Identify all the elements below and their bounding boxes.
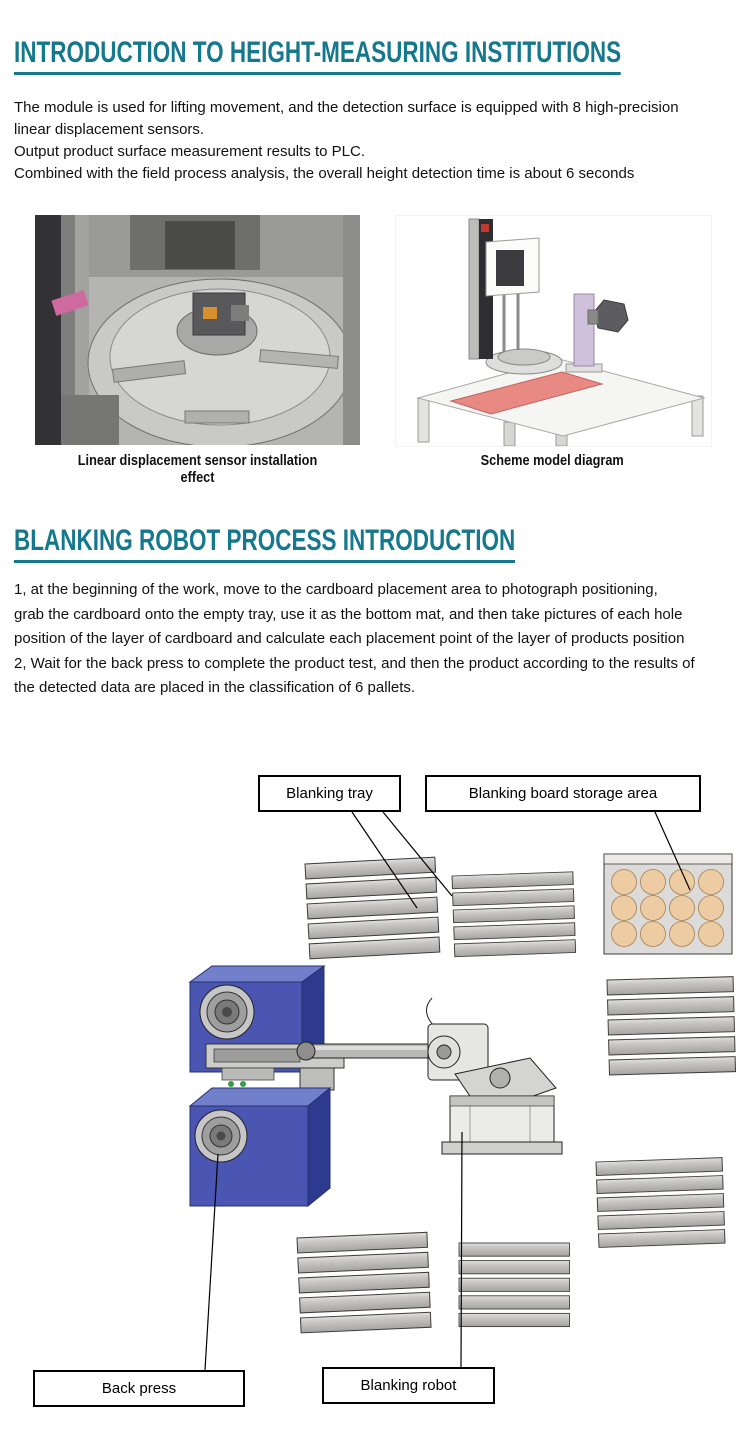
pallet	[296, 1231, 432, 1334]
body-line: 1, at the beginning of the work, move to…	[14, 581, 658, 598]
body-line: the detected data are placed in the clas…	[14, 679, 416, 696]
diagram-canvas	[188, 811, 737, 1371]
body-line: grab the cardboard onto the empty tray, …	[14, 605, 683, 623]
pallet	[304, 856, 441, 960]
caption-text: Linear displacement sensor installation …	[77, 452, 318, 486]
back-press-lower-illustration	[188, 1086, 332, 1208]
body-line: Combined with the field process analysis…	[14, 165, 635, 182]
storage-area-illustration	[603, 853, 733, 955]
body-line: position of the layer of cardboard and c…	[14, 630, 685, 647]
image-scheme-model	[395, 215, 712, 447]
sensor-photo-illustration	[35, 215, 360, 445]
section2-body: 1, at the beginning of the work, move to…	[14, 578, 695, 701]
connector-lines	[204, 811, 691, 1371]
label-blanking-tray: Blanking tray	[258, 775, 401, 812]
body-line: The module is used for lifting movement,…	[14, 99, 679, 116]
pallet	[451, 871, 577, 958]
process-diagram: Blanking tray Blanking board storage are…	[0, 726, 750, 1436]
scheme-model-illustration	[396, 216, 711, 446]
pallet	[606, 976, 737, 1076]
photo-sensor-installation	[35, 215, 360, 445]
section2-title: BLANKING ROBOT PROCESS INTRODUCTION	[14, 524, 516, 563]
back-press-upper-illustration	[188, 965, 345, 1098]
pallet	[595, 1157, 726, 1248]
label-back-press: Back press	[33, 1370, 245, 1407]
label-blanking-robot: Blanking robot	[322, 1367, 495, 1404]
caption-text: Scheme model diagram	[480, 452, 625, 469]
blanking-robot-illustration	[296, 997, 563, 1155]
body-line: linear displacement sensors.	[14, 121, 205, 138]
label-storage-area: Blanking board storage area	[425, 775, 701, 812]
pallet	[458, 1242, 570, 1328]
body-line: 2, Wait for the back press to complete t…	[14, 654, 695, 672]
caption-scheme-model: Scheme model diagram	[395, 452, 710, 469]
caption-sensor-installation: Linear displacement sensor installation …	[35, 452, 360, 486]
section1-title: INTRODUCTION TO HEIGHT-MEASURING INSTITU…	[14, 36, 622, 75]
section1-body: The module is used for lifting movement,…	[14, 97, 679, 185]
body-line: Output product surface measurement resul…	[14, 143, 365, 160]
